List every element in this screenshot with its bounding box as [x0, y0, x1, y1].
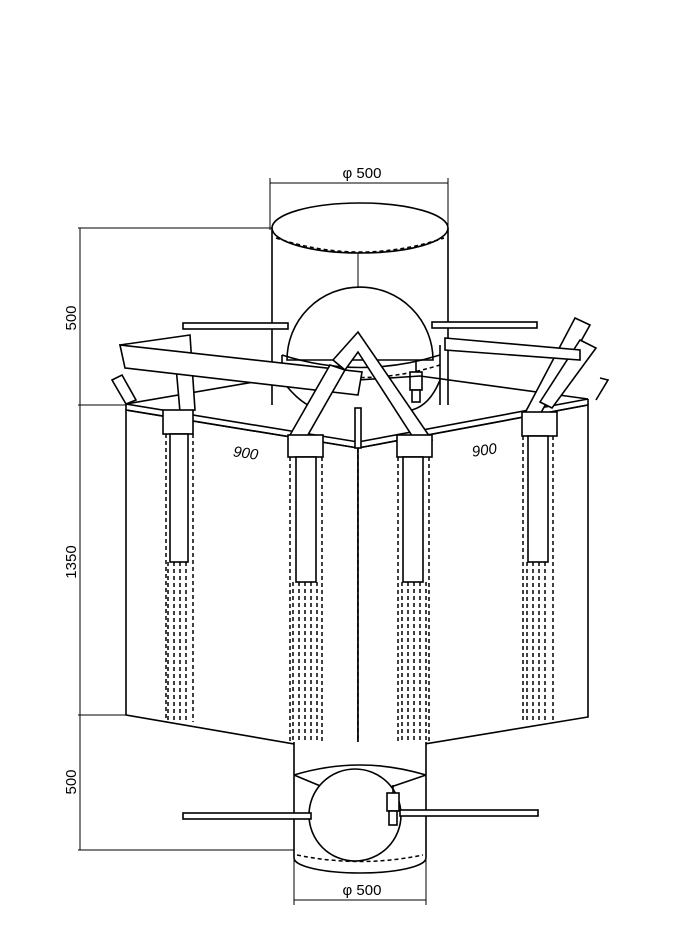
top-diameter-label: φ 500 — [343, 165, 382, 182]
bottom-spout-height-label: 500 — [63, 769, 80, 794]
vertical-dimension-lines — [78, 227, 294, 851]
bottom-dome — [308, 768, 402, 862]
corner-loop-front-center-left — [118, 344, 363, 742]
right-side-width-label: 900 — [471, 440, 499, 460]
bag-body — [125, 374, 589, 756]
top-spout-height-label: 500 — [63, 305, 80, 330]
bottom-valve-clip-icon — [386, 785, 400, 826]
left-side-width-label: 900 — [232, 443, 260, 463]
bottom-tie-rods — [182, 809, 539, 820]
bottom-diameter-label: φ 500 — [343, 882, 382, 899]
corner-loop-front-right — [444, 316, 610, 722]
body-height-label: 1350 — [63, 545, 80, 578]
top-tie-rods — [182, 321, 538, 330]
top-diameter-dimension — [269, 178, 449, 230]
corner-loop-front-center-right — [331, 330, 434, 742]
bottom-diameter-dimension — [293, 860, 427, 905]
corner-loop-back-left — [110, 373, 138, 405]
